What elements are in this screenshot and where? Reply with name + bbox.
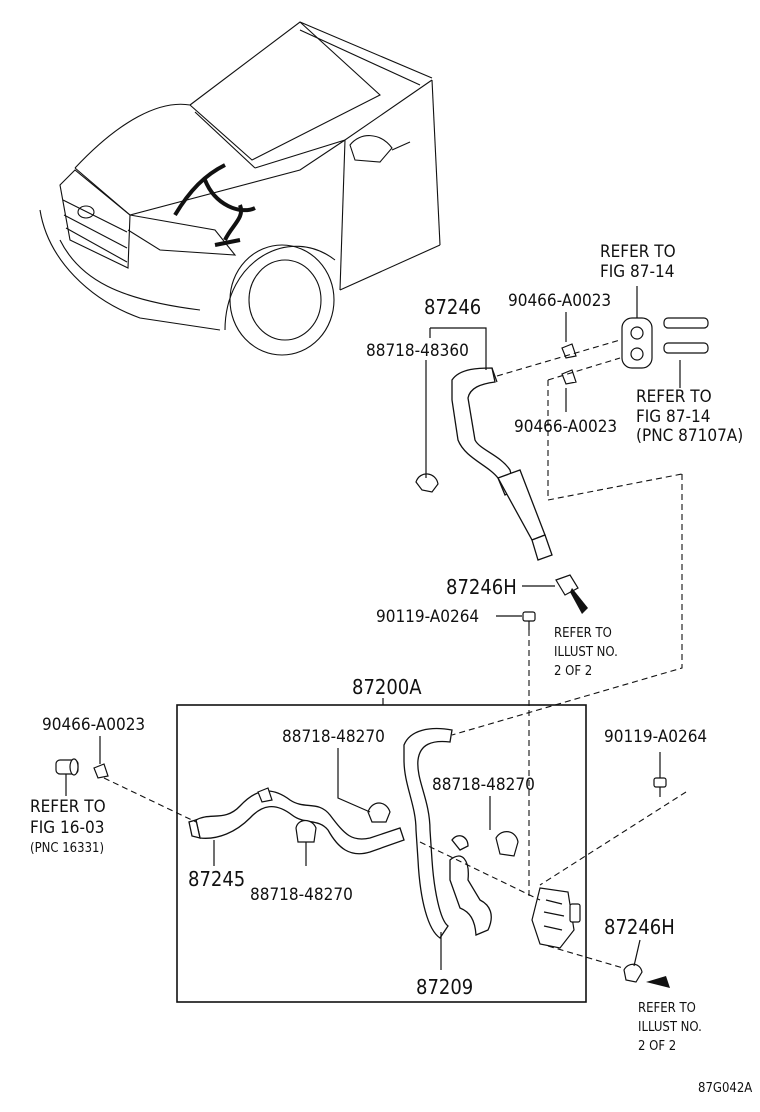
illust-b-line1: REFER TO (638, 1001, 696, 1016)
label-87246: 87246 (424, 295, 481, 319)
clamp-icon (415, 473, 439, 493)
clip-icon (561, 343, 577, 359)
clip-icon (93, 763, 109, 779)
assembly-87200a-box (176, 704, 587, 1003)
illust-b-line3: 2 OF 2 (638, 1039, 676, 1054)
refer-top-line1: REFER TO (600, 242, 676, 262)
refer-mid-line1: REFER TO (636, 387, 712, 407)
illust-a-line2: ILLUST NO. (554, 645, 618, 660)
label-90119-a0264-upper: 90119-A0264 (376, 607, 479, 627)
illust-b-line2: ILLUST NO. (638, 1020, 702, 1035)
label-90466-a0023-top: 90466-A0023 (508, 291, 611, 311)
illust-a-line3: 2 OF 2 (554, 664, 592, 679)
valve-87246h-lower-icon (623, 963, 643, 983)
refer-top-line2: FIG 87-14 (600, 262, 674, 282)
label-87200a: 87200A (352, 675, 422, 699)
refer-mid-line3: (PNC 87107A) (636, 426, 743, 446)
label-87246h-lower: 87246H (604, 915, 675, 939)
water-pump-icon (531, 887, 581, 949)
label-87246h-upper: 87246H (446, 575, 517, 599)
grommet-pipes (621, 317, 709, 369)
hose-87209 (403, 727, 492, 939)
refer-left-line1: REFER TO (30, 797, 106, 817)
clamp-icon (495, 831, 519, 857)
clip-icon (561, 369, 577, 385)
bolt-icon (522, 611, 536, 630)
refer-left-line3: (PNC 16331) (30, 841, 104, 856)
hose-87246 (451, 367, 553, 561)
refer-left-line2: FIG 16-03 (30, 818, 104, 838)
left-pipe (55, 758, 79, 776)
vehicle-illustration (39, 21, 441, 356)
illust-a-line1: REFER TO (554, 626, 612, 641)
clamp-icon (367, 802, 391, 823)
label-88718-48360: 88718-48360 (366, 341, 469, 361)
label-90466-a0023-mid: 90466-A0023 (514, 417, 617, 437)
label-88718-48270-a: 88718-48270 (282, 727, 385, 747)
clamp-icon (257, 787, 273, 803)
label-88718-48270-b: 88718-48270 (432, 775, 535, 795)
bolt-icon (653, 777, 667, 797)
refer-mid-line2: FIG 87-14 (636, 407, 710, 427)
label-88718-48270-c: 88718-48270 (250, 885, 353, 905)
arrow-icon (570, 588, 588, 614)
label-87245: 87245 (188, 867, 245, 891)
clamp-icon (295, 819, 317, 843)
arrow-icon (646, 976, 670, 988)
figure-code: 87G042A (698, 1081, 752, 1096)
label-90466-a0023-left: 90466-A0023 (42, 715, 145, 735)
label-90119-a0264-right: 90119-A0264 (604, 727, 707, 747)
label-87209: 87209 (416, 975, 473, 999)
hose-87245 (188, 790, 405, 855)
